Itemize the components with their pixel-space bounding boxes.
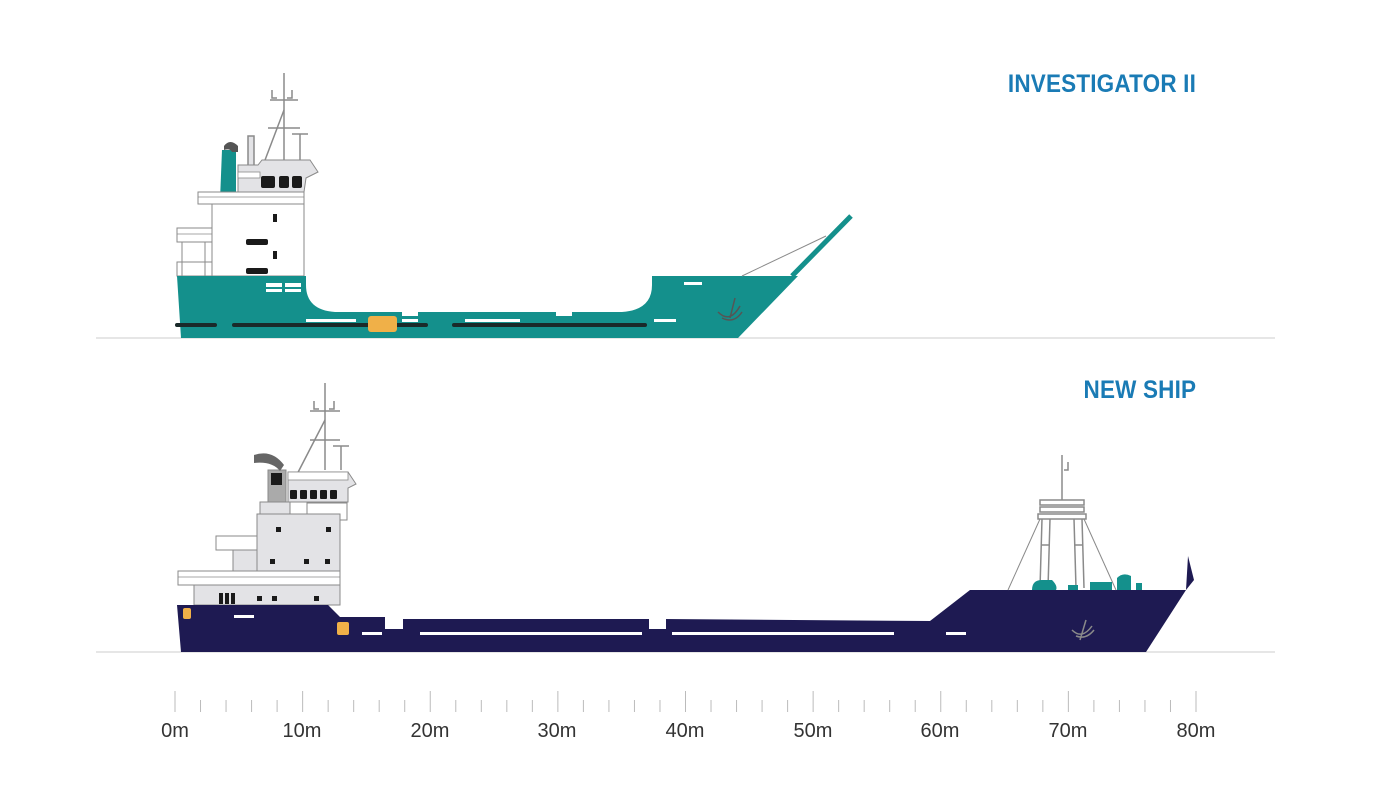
scale-label: 30m	[537, 720, 577, 742]
investigator-hull	[177, 276, 798, 338]
exhaust-icon	[254, 453, 284, 471]
railing	[197, 191, 305, 205]
scale-label: 0m	[161, 720, 189, 742]
ship-title-new-ship: NEW SHIP	[1083, 376, 1196, 404]
orange-marker	[368, 316, 397, 332]
scale-bar	[174, 691, 1197, 712]
scale-label: 50m	[793, 720, 833, 742]
scale-label: 60m	[920, 720, 960, 742]
anchor-icon	[1071, 619, 1095, 641]
orange-marker	[337, 622, 349, 635]
bridge-window	[292, 176, 302, 188]
bridge-window	[279, 176, 289, 188]
exhaust-icon	[224, 142, 238, 152]
scale-label: 10m	[282, 720, 322, 742]
deck-equipment	[1032, 574, 1142, 590]
investigator-ii-ship	[96, 73, 1275, 339]
railing	[177, 570, 341, 586]
funnel-icon	[220, 150, 236, 200]
ship-title-investigator-ii: INVESTIGATOR II	[1007, 70, 1196, 98]
new-ship	[96, 383, 1275, 653]
scale-label: 80m	[1176, 720, 1216, 742]
scale-label: 70m	[1048, 720, 1088, 742]
mast-icon	[291, 383, 349, 485]
a-frame-crane-icon	[1007, 455, 1117, 591]
new-ship-hull	[177, 556, 1194, 652]
bridge-windows	[290, 490, 337, 499]
anchor-icon	[717, 297, 743, 321]
scale-label: 20m	[410, 720, 450, 742]
bridge-window	[261, 176, 275, 188]
mast-icon	[247, 73, 308, 169]
bow-ramp	[790, 214, 853, 278]
orange-marker	[183, 608, 191, 619]
scale-label: 40m	[665, 720, 705, 742]
